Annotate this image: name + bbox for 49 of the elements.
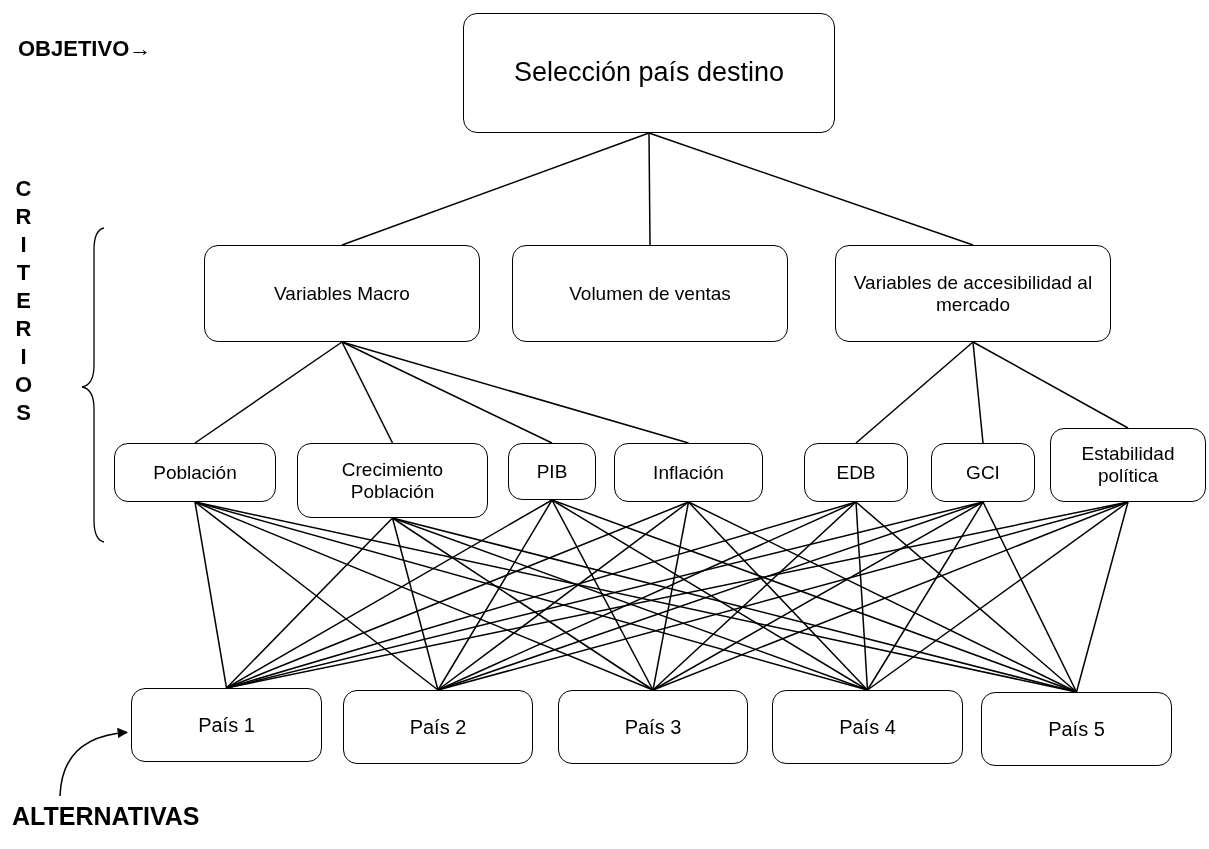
connector-line [866,501,984,691]
connector-line [194,501,228,689]
connector-line [652,501,690,691]
connector-line [648,132,651,246]
criterion-box: Volumen de ventas [512,245,788,342]
subcriterion-box: Población [114,443,276,502]
connector-line [341,341,690,444]
level-label: OBJETIVO→ [18,36,152,62]
connector-line [855,501,869,691]
connector-line [866,501,1129,691]
connector-line [341,341,553,444]
connector-line [194,341,343,444]
subcriterion-box: Inflación [614,443,763,502]
connector-line [1075,501,1129,693]
connector-line [551,499,654,691]
subcriterion-box: PIB [508,443,596,500]
alternative-box: País 4 [772,690,963,764]
connector-line [551,499,869,691]
curved-arrow [59,728,129,797]
subcriterion-box: Estabilidad política [1050,428,1206,502]
subcriterion-box: Crecimiento Población [297,443,488,518]
criterion-box: Variables Macro [204,245,480,342]
connector-line [972,341,1129,429]
alternative-box: País 5 [981,692,1172,766]
connector-line [391,517,654,691]
alternative-box: País 2 [343,690,533,764]
alternative-box: País 3 [558,690,748,764]
connector-line [972,341,984,444]
subcriterion-box: GCI [931,443,1035,502]
alternative-box: País 1 [131,688,322,762]
connector-line [855,501,1078,693]
connector-line [652,501,857,691]
connector-line [652,501,984,691]
level-label: ALTERNATIVAS [12,802,200,831]
connector-line [982,501,1078,693]
connector-line [341,341,394,444]
goal-box: Selección país destino [463,13,835,133]
criterion-box: Variables de accesibilidad al mercado [835,245,1111,342]
connector-line [687,501,869,691]
connector-line [391,517,439,691]
connector-line [194,501,439,691]
connector-line [225,517,394,689]
connector-line [341,132,650,246]
connector-line [437,501,690,691]
level-label: CRITERIOS [12,176,34,428]
connector-line [437,499,553,691]
connector-line [855,341,974,444]
subcriterion-box: EDB [804,443,908,502]
connector-line [648,132,974,246]
